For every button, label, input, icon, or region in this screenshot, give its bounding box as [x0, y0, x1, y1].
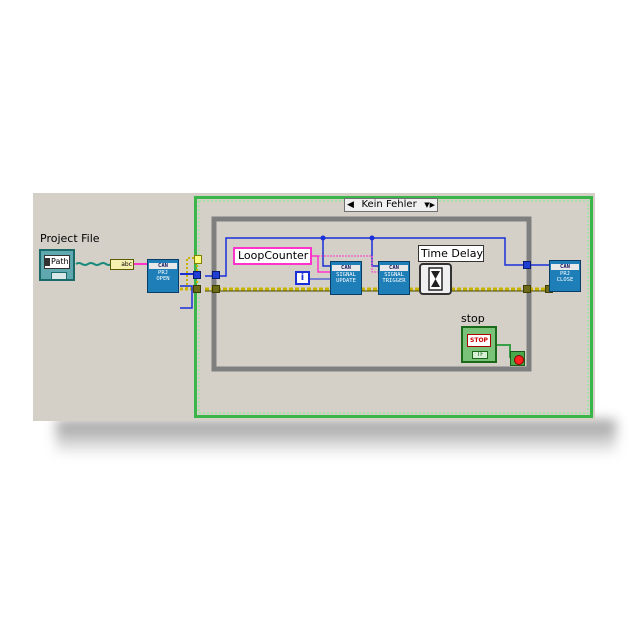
time-delay-express-vi[interactable]: [419, 263, 452, 295]
vi-open-line2: OPEN: [156, 276, 170, 282]
vi-trigger-header: CAN: [380, 265, 408, 271]
project-file-control[interactable]: Path: [39, 249, 75, 281]
vi-update-line1: SIGNAL: [336, 272, 356, 278]
vi-update-header: CAN: [332, 265, 360, 271]
loop-ref-tunnel-in: [212, 271, 220, 279]
file-icon: [45, 258, 50, 266]
path-type-icon: [51, 272, 67, 280]
case-decrement-icon[interactable]: ◀: [347, 200, 354, 210]
case-ref-tunnel-in: [193, 271, 201, 279]
iteration-glyph: i: [300, 272, 305, 283]
iteration-terminal: i: [295, 271, 310, 285]
case-increment-icon[interactable]: ▼▶: [424, 201, 435, 209]
path-display: Path: [44, 255, 70, 269]
ref-wire-update: [322, 238, 330, 267]
vi-open-header: CAN: [149, 263, 177, 269]
case-selector[interactable]: ◀ Kein Fehler ▼▶: [344, 198, 438, 212]
case-structure-frame: [194, 196, 593, 418]
loop-ref-tunnel-out: [523, 261, 531, 269]
loopcounter-local-variable[interactable]: LoopCounter: [233, 247, 312, 265]
stop-button-text: STOP: [470, 337, 488, 344]
drop-shadow: [56, 420, 616, 456]
stop-button-face: STOP: [467, 334, 491, 347]
loop-condition-terminal[interactable]: [510, 351, 525, 366]
loopcounter-wire: [312, 255, 330, 273]
case-selector-value: Kein Fehler: [361, 199, 417, 210]
vi-close-header: CAN: [551, 264, 579, 270]
hourglass-icon: [428, 267, 443, 291]
stop-tf-text: TF: [476, 351, 484, 358]
time-delay-label: Time Delay: [418, 245, 484, 262]
loop-error-tunnel-in: [212, 285, 220, 293]
can-signal-trigger-vi[interactable]: CAN SIGNAL TRIGGER: [378, 261, 410, 295]
error-case-icon: [194, 255, 202, 264]
case-error-tunnel-in: [193, 285, 201, 293]
loopcounter-label: LoopCounter: [238, 249, 309, 262]
while-loop-frame: [211, 216, 532, 372]
vi-trigger-line2: TRIGGER: [382, 278, 406, 284]
path-text: Path: [51, 257, 69, 266]
case-structure-hatch: [198, 200, 589, 414]
path-to-string-node[interactable]: abc: [110, 259, 134, 270]
vi-open-line1: PRJ: [158, 270, 168, 276]
loop-error-tunnel-out: [523, 285, 531, 293]
vi-update-line2: UPDATE: [336, 278, 356, 284]
vi-close-line2: CLOSE: [556, 277, 574, 283]
stop-label: stop: [461, 312, 485, 325]
stop-control[interactable]: STOP TF: [461, 326, 497, 363]
path-wire: [75, 262, 112, 266]
can-prj-close-vi[interactable]: CAN PRJ CLOSE: [549, 260, 581, 292]
ref-wire-top: [205, 237, 549, 277]
stop-if-true-icon: [514, 355, 524, 365]
can-signal-update-vi[interactable]: CAN SIGNAL UPDATE: [330, 261, 362, 295]
ref-wire-lower: [180, 285, 193, 309]
string-glyph: abc: [121, 261, 132, 268]
time-delay-text: Time Delay: [421, 247, 483, 260]
can-prj-open-vi[interactable]: CAN PRJ OPEN: [147, 259, 179, 293]
project-file-label: Project File: [40, 232, 100, 245]
vi-close-line1: PRJ: [560, 271, 570, 277]
vi-trigger-line1: SIGNAL: [384, 272, 404, 278]
stop-type-indicator: TF: [472, 351, 488, 359]
loopcounter-wire-trigger: [318, 255, 378, 273]
